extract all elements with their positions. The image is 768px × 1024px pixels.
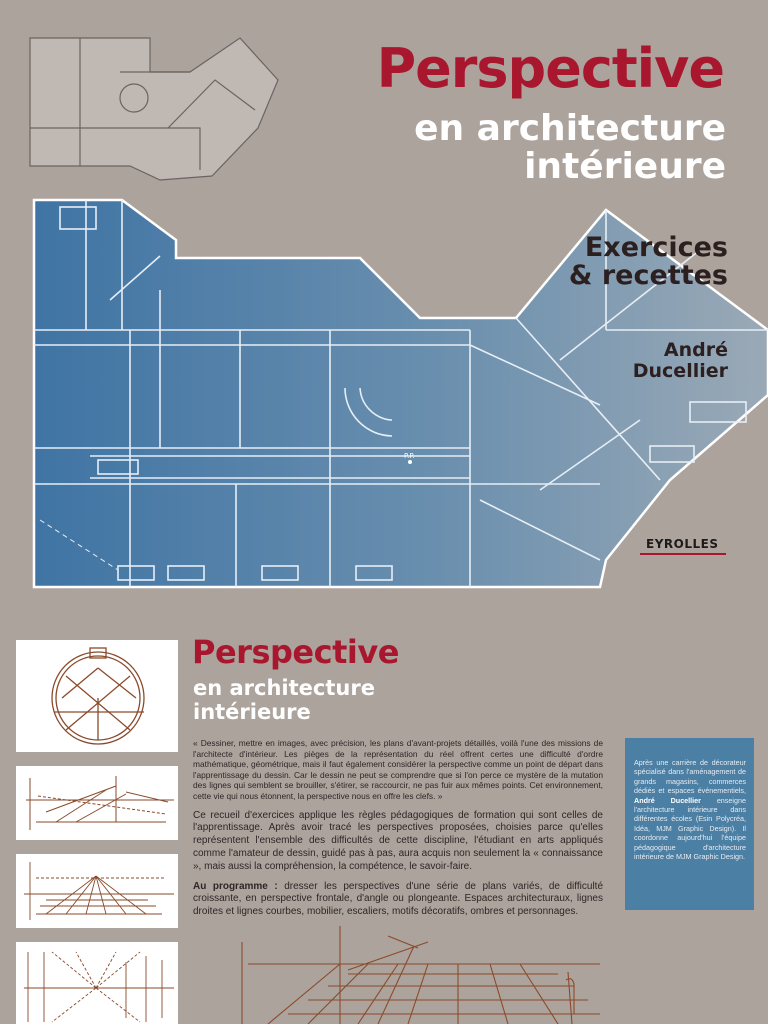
series-label: Exercices & recettes	[468, 234, 728, 290]
description-paragraph: Ce recueil d'exercices applique les règl…	[193, 809, 603, 872]
thumbnail-grid-perspective	[16, 854, 178, 928]
cover-title: Perspective	[376, 37, 725, 100]
bio-author-name: André Ducellier	[634, 795, 701, 805]
program-label: Au programme :	[193, 880, 278, 892]
circle-perspective-sketch	[51, 647, 145, 745]
bio-text-after: enseigne l'architecture intérieure dans …	[634, 795, 746, 862]
cover-subtitle-line1: en architecture	[414, 108, 726, 149]
series-line1: Exercices	[584, 232, 728, 263]
cover-subtitle-line2: intérieure	[524, 146, 726, 187]
publisher-logo: EYROLLES	[646, 537, 719, 551]
author-first-name: André	[663, 339, 728, 361]
program-paragraph: Au programme : dresser les perspectives …	[193, 881, 603, 919]
frontal-perspective-sketch	[26, 776, 174, 830]
program-text: dresser les perspectives d'une série de …	[193, 880, 604, 918]
intro-quote: « Dessiner, mettre en images, avec préci…	[193, 738, 603, 801]
back-body-text: « Dessiner, mettre en images, avec préci…	[193, 738, 603, 926]
cover-subtitle: en architecture intérieure	[306, 110, 726, 186]
back-title: Perspective	[192, 633, 399, 671]
main-plan: P.P.	[32, 198, 768, 589]
back-subtitle-line2: intérieure	[193, 700, 311, 724]
grid-perspective-sketch	[24, 862, 174, 920]
perspective-grid-sketch	[241, 926, 600, 1024]
thumbnail-frontal-lines	[16, 766, 178, 840]
series-line2: & recettes	[568, 260, 728, 291]
back-subtitle-line1: en architecture	[193, 676, 375, 700]
author-last-name: Ducellier	[632, 360, 728, 382]
floor-plan-illustration: P.P.	[29, 37, 768, 589]
plan-label: P.P.	[404, 452, 415, 460]
thumbnail-circle-plan	[16, 640, 178, 752]
thumbnail-ceiling-perspective	[16, 942, 178, 1024]
ceiling-perspective-sketch	[24, 951, 174, 1023]
bio-text-before: Après une carrière de décorateur spécial…	[634, 758, 746, 796]
front-cover: P.P. Perspective en architecture intérie…	[29, 37, 768, 589]
back-subtitle: en architecture intérieure	[193, 676, 375, 724]
author-bio-box: Après une carrière de décorateur spécial…	[625, 738, 754, 910]
publisher-underline	[640, 553, 726, 555]
author-name: André Ducellier	[528, 340, 728, 382]
sketch-plan	[29, 37, 279, 181]
